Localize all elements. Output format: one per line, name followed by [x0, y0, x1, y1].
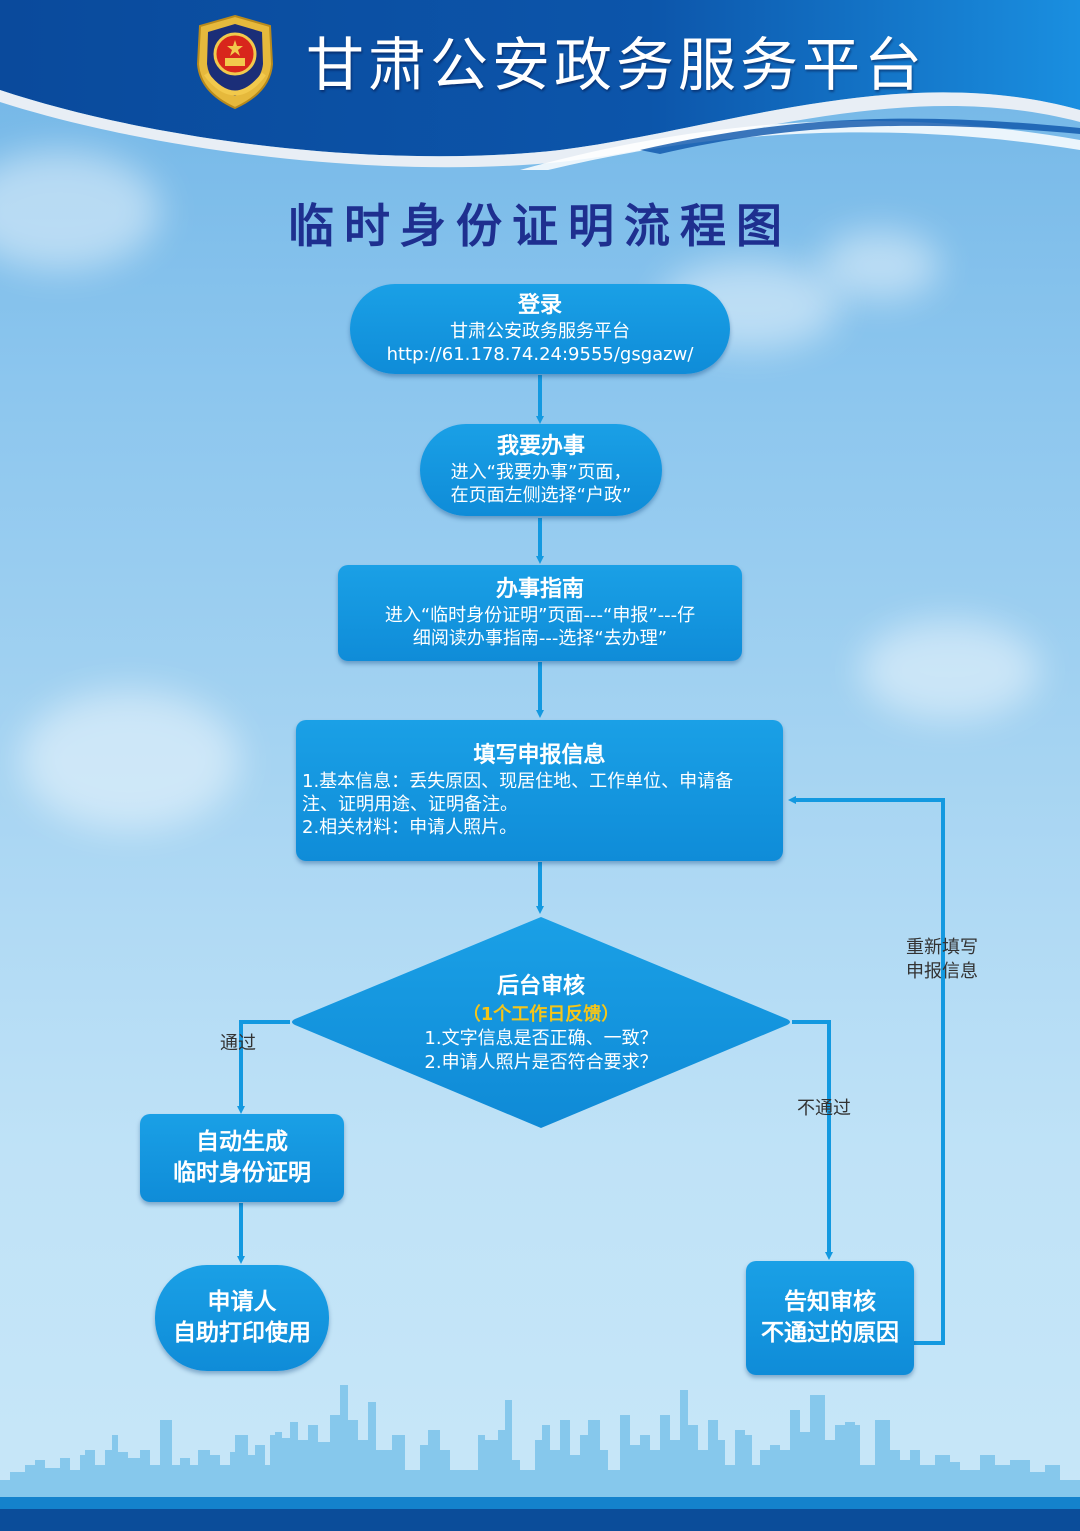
decision-text: 1.文字信息是否正确、一致？: [424, 1027, 658, 1049]
node-text: 临时身份证明: [173, 1160, 311, 1186]
node-url: http://61.178.74.24:9555/gsgazw/: [386, 344, 694, 365]
flow-node-self-print: 申请人 自助打印使用: [155, 1265, 329, 1371]
node-text: 在页面左侧选择“户政”: [450, 485, 632, 506]
footer-band: [0, 1509, 1080, 1531]
arrow-refill-loop: [788, 796, 945, 1345]
arrow-review-fail: [792, 1020, 833, 1260]
node-title: 填写申报信息: [473, 743, 606, 768]
cloud: [860, 620, 1040, 720]
footer-band: [0, 1497, 1080, 1509]
flow-node-login: 登录 甘肃公安政务服务平台 http://61.178.74.24:9555/g…: [350, 284, 730, 374]
node-text: 1.基本信息：丢失原因、现居住地、工作单位、申请备: [302, 771, 734, 792]
diamond-shape: [292, 917, 790, 1128]
police-emblem-icon: [192, 14, 278, 110]
node-text: 进入“我要办事”页面，: [450, 462, 632, 483]
cloud: [0, 150, 160, 270]
edge-label-line: 申报信息: [906, 961, 978, 982]
flow-node-guide: 办事指南 进入“临时身份证明”页面---“申报”---仔 细阅读办事指南---选…: [338, 565, 742, 661]
flow-node-fill-info: 填写申报信息 1.基本信息：丢失原因、现居住地、工作单位、申请备 注、证明用途、…: [296, 720, 783, 861]
node-text: 申请人: [207, 1289, 277, 1315]
node-text: 注、证明用途、证明备注。: [302, 794, 518, 815]
node-title: 办事指南: [495, 577, 584, 602]
edge-label-line: 重新填写: [906, 937, 978, 958]
flow-decision-review: 后台审核 （1个工作日反馈） 1.文字信息是否正确、一致？ 2.申请人照片是否符…: [287, 915, 795, 1130]
node-text: 不通过的原因: [761, 1320, 899, 1346]
arrow-review-pass: [237, 1020, 290, 1114]
decision-note: （1个工作日反馈）: [462, 1003, 620, 1025]
edge-label-pass: 通过: [220, 1033, 256, 1054]
node-text: 细阅读办事指南---选择“去办理”: [412, 628, 668, 649]
node-text: 自动生成: [196, 1129, 288, 1155]
node-text: 进入“临时身份证明”页面---“申报”---仔: [384, 605, 696, 626]
flow-node-apply: 我要办事 进入“我要办事”页面， 在页面左侧选择“户政”: [420, 424, 662, 516]
node-text: 自助打印使用: [173, 1320, 311, 1346]
cloud: [820, 230, 940, 300]
flow-node-generate-certificate: 自动生成 临时身份证明: [140, 1114, 344, 1202]
edge-label-fail: 不通过: [797, 1098, 851, 1119]
node-text: 甘肃公安政务服务平台: [450, 321, 630, 342]
city-skyline: [0, 1385, 1080, 1500]
flow-node-notify-rejection: 告知审核 不通过的原因: [746, 1261, 914, 1375]
node-title: 我要办事: [496, 434, 585, 459]
decision-text: 2.申请人照片是否符合要求？: [424, 1051, 658, 1073]
cloud: [20, 690, 240, 830]
site-title: 甘肃公安政务服务平台: [306, 31, 927, 99]
page-title: 临时身份证明流程图: [288, 199, 792, 253]
node-text: 2.相关材料：申请人照片。: [302, 817, 518, 838]
decision-title: 后台审核: [496, 973, 585, 999]
node-text: 告知审核: [784, 1289, 876, 1315]
node-title: 登录: [517, 293, 562, 318]
edge-label-refill: 重新填写 申报信息: [906, 936, 978, 984]
header-banner: 甘肃公安政务服务平台: [0, 0, 1080, 170]
